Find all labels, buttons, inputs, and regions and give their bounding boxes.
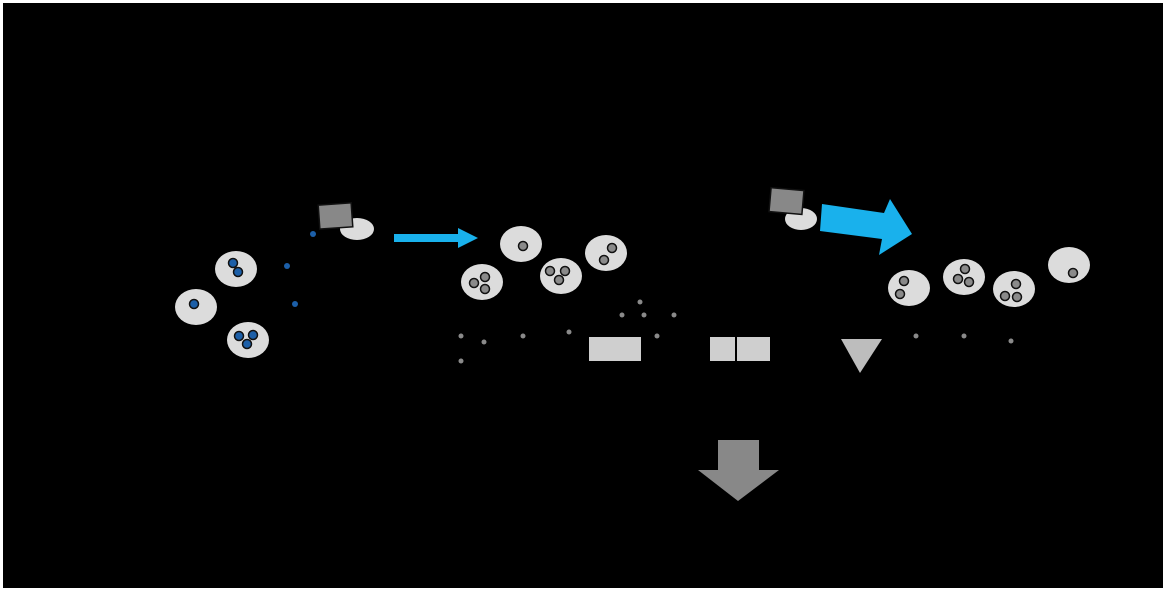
light-block [737,337,770,361]
vesicle-group-middle [458,226,677,364]
vesicle [888,270,930,306]
free-gray-particle [961,333,967,339]
free-gray-particle [641,312,647,318]
vesicle [500,226,542,262]
free-gray-particle [566,329,572,335]
vesicle [540,258,582,294]
free-gray-particle [458,333,464,339]
free-gray-particle [637,299,643,305]
diagram-canvas [3,3,1163,588]
free-blue-particle [310,231,316,237]
free-gray-particle [458,358,464,364]
vesicle [1048,247,1090,283]
light-block [589,337,641,361]
vesicle [585,235,627,271]
arrow-right-icon [820,199,912,255]
diagram-svg [175,186,1090,501]
vesicle-group-right [888,247,1090,344]
free-gray-particle [671,312,677,318]
vesicle [993,271,1035,307]
triangle-down-icon [841,339,882,373]
vesicle [943,259,985,295]
free-gray-particle [1008,338,1014,344]
free-gray-particle [654,333,660,339]
free-blue-particle [284,263,290,269]
arrow-down-icon [698,440,779,501]
free-blue-particle [292,301,298,307]
vesicle [227,322,269,358]
receptor-shape-left [317,202,374,240]
vesicle-group-left [175,231,316,358]
free-gray-particle [520,333,526,339]
free-gray-particle [913,333,919,339]
free-gray-particle [619,312,625,318]
free-gray-particle [481,339,487,345]
vesicle [461,264,503,300]
light-block [710,337,735,361]
vesicle [175,289,217,325]
receptor-shape-right [768,186,817,230]
vesicle [215,251,257,287]
arrow-right-icon [394,228,478,248]
